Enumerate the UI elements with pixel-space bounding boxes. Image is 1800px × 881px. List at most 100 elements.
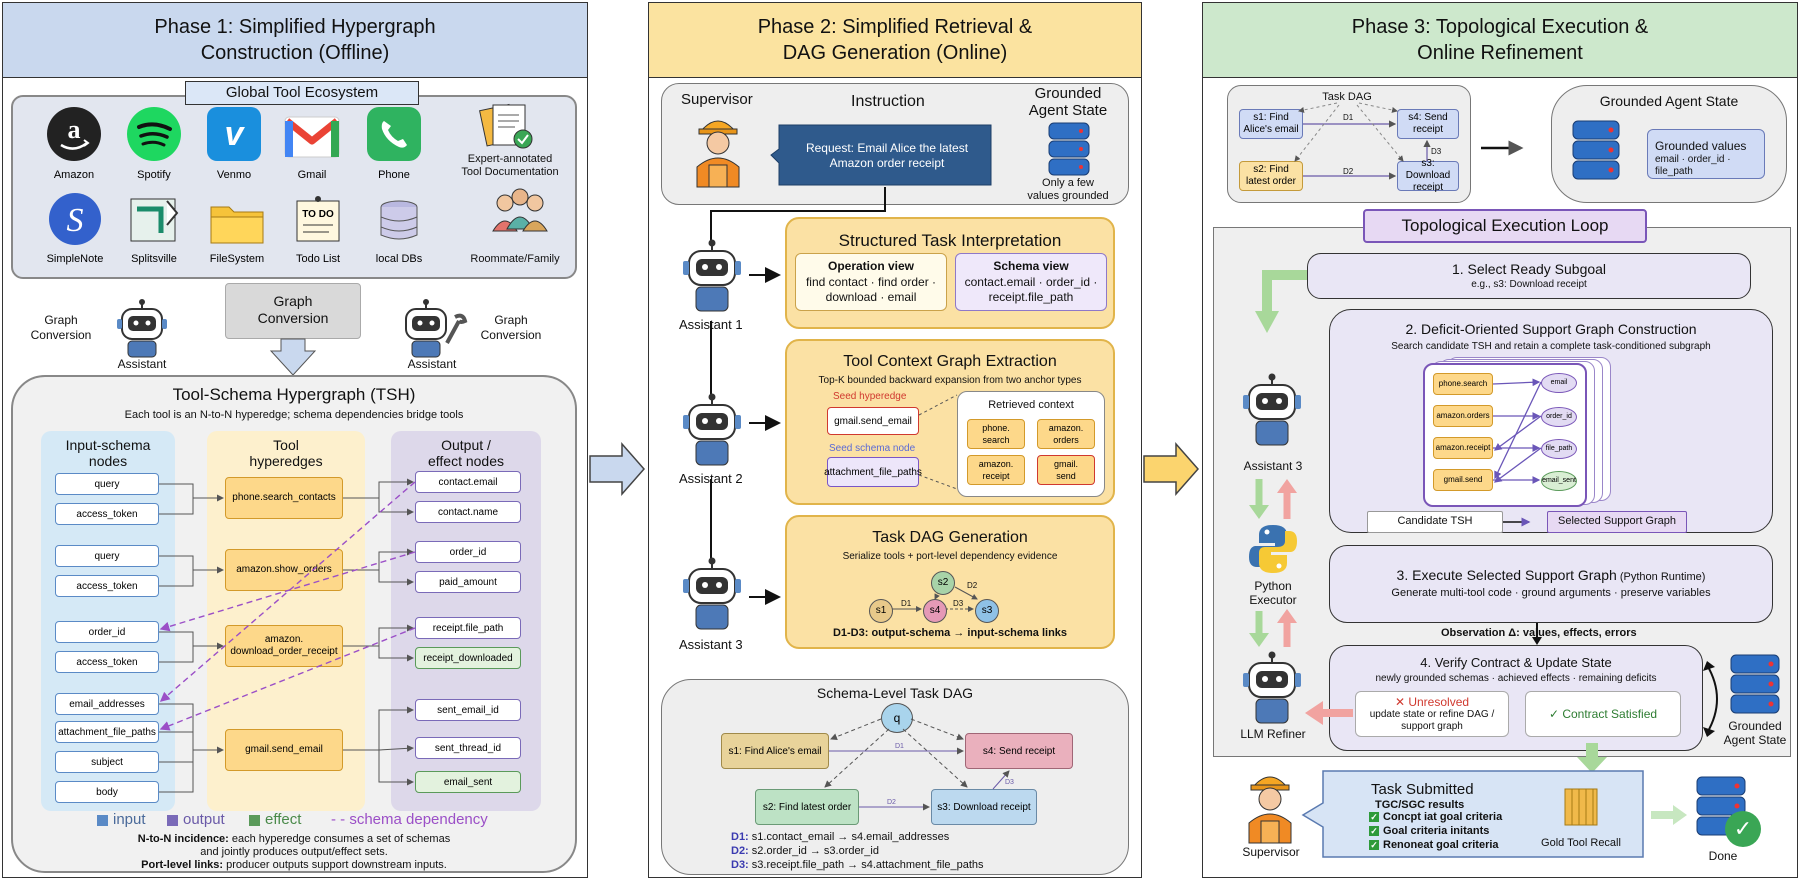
assistant-robot-left xyxy=(113,299,171,359)
legend-effect: effect xyxy=(265,811,302,828)
app-label-gmail: Gmail xyxy=(297,169,327,181)
sl-d2-text: D2: s2.order_id → s3.order_id xyxy=(731,845,879,857)
app-label-localdbs: local DBs xyxy=(375,253,423,265)
gas-title: Grounded Agent State xyxy=(1599,93,1739,109)
input-node: email_addresses xyxy=(55,693,159,715)
tsh-subtitle: Each tool is an N-to-N hyperedge; schema… xyxy=(124,409,464,421)
output-node: sent_email_id xyxy=(415,699,521,721)
state-database-icon xyxy=(1729,653,1781,717)
note-incidence: N-to-N incidence: each hyperedge consume… xyxy=(11,833,577,845)
llm-refiner-robot xyxy=(1239,651,1305,727)
python-icon xyxy=(1247,523,1299,575)
step3-title-paren: (Python Runtime) xyxy=(1616,571,1706,583)
grounded-values-box xyxy=(1647,129,1765,179)
check-icon: ✓ xyxy=(1369,840,1379,850)
satisfied-label: ✓ Contract Satisfied xyxy=(1548,707,1658,721)
output-node: paid_amount xyxy=(415,571,521,593)
unresolved-box xyxy=(1355,691,1509,737)
sl-edge-d3: D3 xyxy=(1005,779,1014,786)
roommate-family-icon xyxy=(487,185,553,243)
updown-arrows-1 xyxy=(1249,479,1297,519)
phase1-title: Phase 1: Simplified Hypergraph Construct… xyxy=(154,16,436,64)
note-port-links: Port-level links: producer outputs suppo… xyxy=(11,859,577,871)
instruction-connector xyxy=(710,187,886,559)
tool-hyperedge: amazon. download_order_receipt xyxy=(225,625,343,667)
tool-hyperedge: phone.search_contacts xyxy=(225,477,343,519)
td-node-s3: s3: Download receipt xyxy=(1397,158,1459,193)
llm-refiner-label: LLM Refiner xyxy=(1240,727,1306,741)
state-grounded-label: Grounded Agent State xyxy=(1723,719,1787,747)
gmail-icon xyxy=(283,113,341,159)
dag-node-s3: s3 xyxy=(975,599,999,623)
schema-level-dag-title: Schema-Level Task DAG xyxy=(816,685,974,701)
sl-d3-value: s3.receipt.file_path → s4.attachment_fil… xyxy=(748,859,984,871)
dag-generation-title: Task DAG Generation xyxy=(872,529,1028,546)
operation-view-text: find contact · find order · download · e… xyxy=(805,275,937,304)
assistant-label-left: Assistant xyxy=(117,357,167,371)
seed-schema-node: attachment_file_paths xyxy=(824,457,922,487)
step1-box xyxy=(1307,253,1751,299)
phase3-header: Phase 3: Topological Execution & Online … xyxy=(1203,3,1797,78)
legend-input: input xyxy=(113,811,146,828)
step4-subtitle: newly grounded schemas · achieved effect… xyxy=(1375,673,1657,684)
satisfied-box xyxy=(1525,691,1681,737)
sl-d2-key: D2: xyxy=(731,845,749,857)
sti-title: Structured Task Interpretation xyxy=(838,231,1062,250)
schema-view-text: contact.email · order_id · receipt.file_… xyxy=(964,275,1098,304)
input-node: subject xyxy=(55,751,159,773)
input-node: access_token xyxy=(55,503,159,525)
app-label-amazon: Amazon xyxy=(53,169,95,181)
amazon-icon: a xyxy=(47,107,101,161)
check-item-2: ✓Goal criteria initants xyxy=(1369,825,1489,837)
output-node: sent_thread_id xyxy=(415,737,521,759)
input-node: access_token xyxy=(55,651,159,673)
todo-icon-text: TO DO xyxy=(302,209,334,220)
check-icon: ✓ xyxy=(1369,812,1379,822)
input-node: attachment_file_paths xyxy=(55,721,159,743)
check-item-2-label: Goal criteria initants xyxy=(1383,825,1490,837)
grounded-values-text: email · order_id · file_path xyxy=(1655,154,1731,177)
app-label-venmo: Venmo xyxy=(216,169,252,181)
sl-query-node: q xyxy=(881,703,913,733)
dag-edge-d2: D2 xyxy=(967,581,978,590)
schema-view-title: Schema view xyxy=(993,259,1069,273)
spotify-icon xyxy=(127,107,181,161)
phase2-title: Phase 2: Simplified Retrieval & DAG Gene… xyxy=(757,16,1033,64)
input-node: query xyxy=(55,545,159,567)
phase3-panel: Phase 3: Topological Execution & Online … xyxy=(1202,2,1798,878)
phase2-header: Phase 2: Simplified Retrieval & DAG Gene… xyxy=(649,3,1141,78)
supervisor-icon xyxy=(691,109,745,189)
sl-query-label: q xyxy=(893,711,901,725)
request-bubble xyxy=(770,124,992,186)
candidate-tsh-box xyxy=(1367,511,1503,533)
assistant-2-label: Assistant 2 xyxy=(679,471,743,486)
input-node: body xyxy=(55,781,159,803)
assistant-robot-right xyxy=(401,299,468,359)
loop-title: Topological Execution Loop xyxy=(1401,216,1609,235)
output-node: contact.email xyxy=(415,471,521,493)
assistant-3-label: Assistant 3 xyxy=(679,637,743,652)
retrieved-context-title: Retrieved context xyxy=(988,399,1074,411)
phase1-panel: Phase 1: Simplified Hypergraph Construct… xyxy=(2,2,588,878)
request-text: Request: Email Alice the latest Amazon o… xyxy=(805,141,969,170)
only-few-values: Only a few values grounded xyxy=(1027,177,1109,202)
step3-title-main: 3. Execute Selected Support Graph xyxy=(1396,567,1617,583)
retrieved-node: amazon. receipt xyxy=(967,455,1025,485)
seed-hyperedge-label: Seed hyperedge xyxy=(833,391,907,402)
step1-title: 1. Select Ready Subgoal xyxy=(1451,261,1607,277)
sl-d3-key: D3: xyxy=(731,859,749,871)
sg-output-node: file_path xyxy=(1541,439,1577,459)
app-label-simplenote: SimpleNote xyxy=(46,253,104,265)
check-item-1-label: Concpt iat goal criteria xyxy=(1383,811,1503,823)
submit-down-arrow xyxy=(1577,743,1607,773)
sg-output-label: email xyxy=(1550,379,1568,386)
python-executor-label: Python Executor xyxy=(1249,579,1297,607)
sg-tool-node: amazon.receipt xyxy=(1433,437,1493,459)
output-node: contact.name xyxy=(415,501,521,523)
instruction-label: Instruction xyxy=(851,93,925,110)
td-edge-d1: D1 xyxy=(1343,113,1354,122)
phase1-header: Phase 1: Simplified Hypergraph Construct… xyxy=(3,3,587,78)
dag-node-s1-label: s1 xyxy=(875,605,887,616)
tool-column-title: Tool hyperedges xyxy=(249,437,323,469)
task-submitted-title: Task Submitted xyxy=(1371,781,1474,798)
